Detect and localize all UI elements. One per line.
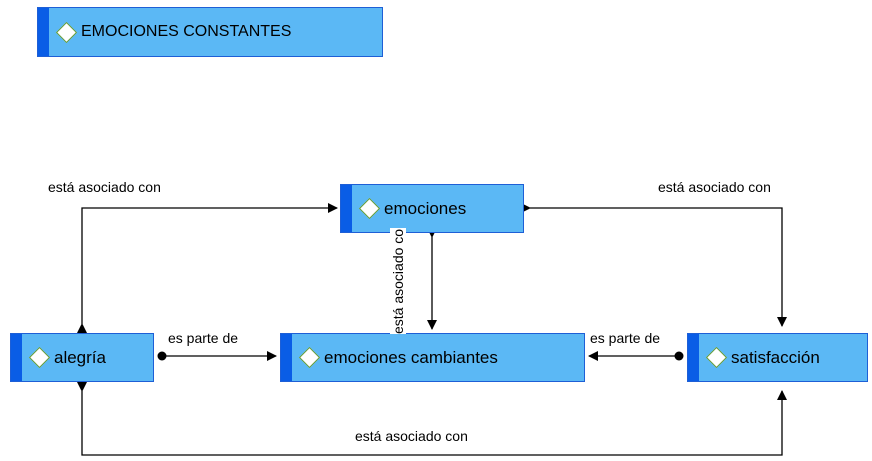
node-stripe <box>11 334 22 381</box>
node-label: emociones <box>384 198 467 218</box>
node-stripe <box>341 185 352 232</box>
edge-label-bottom: está asociado con <box>355 428 468 444</box>
diamond-icon <box>705 346 728 369</box>
node-stripe <box>688 334 699 381</box>
node-label: alegría <box>54 347 106 367</box>
node-label: satisfacción <box>731 347 820 367</box>
diamond-icon <box>298 346 321 369</box>
edge-right-part-dot <box>674 351 684 361</box>
node-emociones[interactable]: emociones <box>340 184 524 233</box>
node-emociones-constantes[interactable]: EMOCIONES CONSTANTES <box>37 7 383 57</box>
edge-top-left-line <box>77 203 338 333</box>
node-emociones-cambiantes[interactable]: emociones cambiantes <box>280 333 585 382</box>
node-label: EMOCIONES CONSTANTES <box>81 23 292 40</box>
node-label: emociones cambiantes <box>324 347 498 367</box>
edge-label-top-left: está asociado con <box>48 179 161 195</box>
node-alegria[interactable]: alegría <box>10 333 154 382</box>
edge-label-right-part: es parte de <box>590 330 661 346</box>
node-satisfaccion[interactable]: satisfacción <box>687 333 868 382</box>
diamond-icon <box>358 197 381 220</box>
edge-label-vertical: está asociado con <box>390 228 406 334</box>
edge-top-right-line <box>521 203 787 327</box>
edge-bottom-line <box>77 382 787 456</box>
node-stripe <box>281 334 292 381</box>
edge-left-part-dot <box>157 351 167 361</box>
diamond-icon <box>28 346 51 369</box>
edge-label-left-part: es parte de <box>168 330 239 346</box>
node-stripe <box>38 8 49 56</box>
diamond-icon <box>55 21 78 43</box>
edge-label-top-right: está asociado con <box>658 179 771 195</box>
